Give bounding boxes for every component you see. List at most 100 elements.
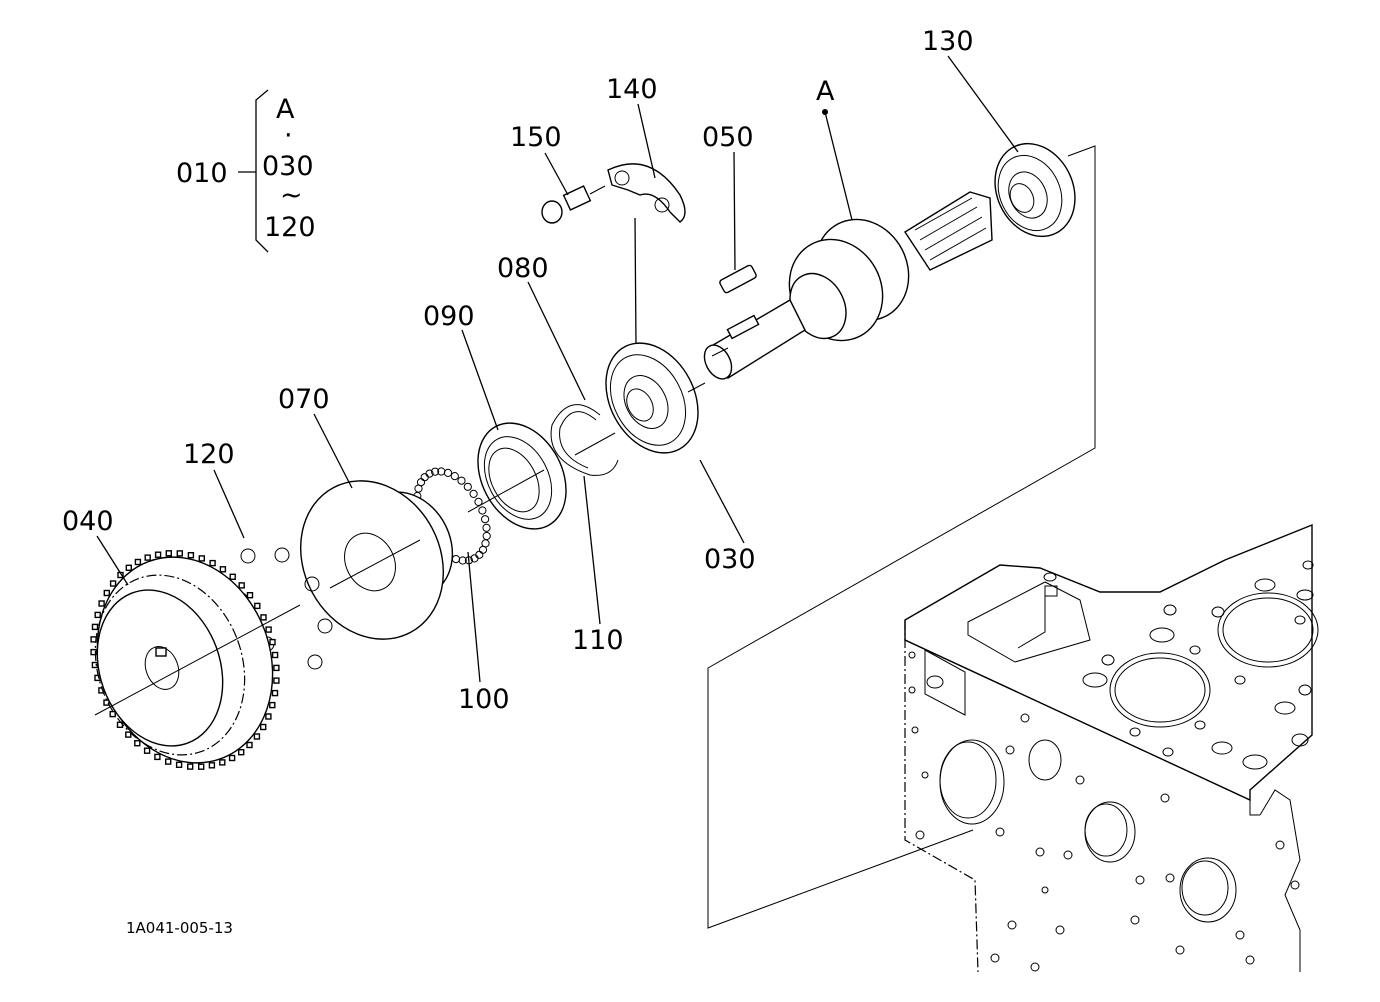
gear-tooth <box>219 759 226 766</box>
key-050 <box>719 264 757 294</box>
gear-tooth <box>186 763 194 770</box>
ball-ring-ball <box>416 478 426 487</box>
label-050: 050 <box>702 122 754 153</box>
bearing-130 <box>994 142 1076 238</box>
gear-tooth <box>144 554 151 561</box>
ball-ring-ball <box>463 482 472 491</box>
ball-ring-ball <box>478 506 487 515</box>
gear-tooth <box>125 731 132 738</box>
gear-tooth <box>273 677 280 684</box>
label-150: 150 <box>510 122 562 153</box>
ball-ring-ball <box>482 531 491 541</box>
gear-tooth <box>229 573 236 580</box>
gear-tooth <box>271 689 279 697</box>
gear-tooth <box>260 723 267 731</box>
part-labels: 130 A 140 050 150 080 090 070 120 040 03… <box>62 26 974 715</box>
gear-tooth <box>228 754 236 762</box>
gear-tooth <box>134 558 142 566</box>
gear-tooth <box>90 648 97 656</box>
group-item-030: 030 <box>262 151 314 182</box>
gear-tooth <box>91 623 99 631</box>
gear-tooth <box>165 550 173 557</box>
gear-tooth <box>125 564 133 571</box>
leader-lines <box>96 55 1019 683</box>
gear-tooth <box>143 747 151 754</box>
label-a: A <box>816 76 835 107</box>
ball-ring-ball <box>450 472 459 481</box>
label-010: 010 <box>176 158 228 189</box>
gear-tooth <box>254 602 261 610</box>
collar-070 <box>299 480 454 640</box>
snap-ring-080 <box>550 404 619 476</box>
ball-ring-ball <box>420 473 429 482</box>
gear-tooth <box>103 699 110 706</box>
gear-tooth <box>219 566 227 573</box>
gear-tooth <box>208 762 216 769</box>
group-item-120: 120 <box>264 212 316 243</box>
assembly-boundary <box>707 145 1096 929</box>
gear-tooth <box>238 582 245 589</box>
gear-tooth <box>154 551 162 558</box>
label-130: 130 <box>922 26 974 57</box>
label-140: 140 <box>606 74 658 105</box>
gear-tooth <box>253 733 261 740</box>
ball-ring-ball <box>469 489 478 498</box>
label-030: 030 <box>704 544 756 575</box>
gear-tooth <box>98 600 105 607</box>
gear-tooth <box>197 763 205 770</box>
ball-ring-ball <box>451 555 461 564</box>
gear-tooth <box>103 589 111 597</box>
gear-tooth <box>269 701 276 709</box>
label-070: 070 <box>278 384 330 415</box>
gear-tooth <box>176 550 184 557</box>
gear-tooth <box>246 741 253 749</box>
ball-ring-ball <box>475 550 484 559</box>
label-100: 100 <box>458 684 510 715</box>
gear-tooth <box>109 580 117 587</box>
gear-tooth <box>134 740 141 747</box>
gear-tooth <box>273 664 280 672</box>
label-080: 080 <box>497 253 549 284</box>
ball-ring-ball <box>457 476 466 485</box>
plate-140 <box>607 163 686 346</box>
group-tilde: ~ <box>280 180 303 211</box>
ball-ring-ball <box>478 545 488 554</box>
ball-ring-ball <box>482 523 491 532</box>
drawing-code: 1A041-005-13 <box>126 919 233 937</box>
gear-tooth <box>175 761 183 768</box>
ball-ring-ball <box>431 467 440 476</box>
bolt-150 <box>541 185 606 224</box>
oil-seal-090 <box>477 422 567 530</box>
gear-tooth <box>154 753 161 761</box>
gear-tooth <box>271 651 279 659</box>
group-dot: · <box>284 120 293 151</box>
gear-tooth <box>209 559 216 567</box>
axis-line <box>94 382 706 716</box>
label-120: 120 <box>183 439 235 470</box>
label-090: 090 <box>423 301 475 332</box>
shaft-a <box>703 191 993 380</box>
gear-tooth <box>198 555 206 562</box>
ball-ring-ball <box>425 469 434 478</box>
ball-ring-ball <box>481 515 490 524</box>
label-040: 040 <box>62 506 114 537</box>
gear-tooth <box>187 552 195 559</box>
bearing-030 <box>605 342 699 454</box>
label-110: 110 <box>572 625 624 656</box>
gear-tooth <box>269 638 276 646</box>
gear-tooth <box>265 626 272 633</box>
ball-ring-ball <box>443 468 453 477</box>
gear-tooth <box>164 758 172 765</box>
ball-ring-ball <box>474 497 483 506</box>
gear-tooth <box>94 611 101 619</box>
gear-tooth <box>237 749 245 756</box>
gear-040 <box>90 550 280 770</box>
gear-tooth <box>265 713 272 720</box>
group-item-a: A <box>276 94 295 125</box>
assembly-group-bracket: 010 A · 030 ~ 120 <box>176 89 316 253</box>
crankcase <box>904 523 1319 973</box>
ball-ring-ball <box>470 554 479 563</box>
gear-tooth <box>246 592 254 599</box>
gear-tooth <box>260 614 267 621</box>
